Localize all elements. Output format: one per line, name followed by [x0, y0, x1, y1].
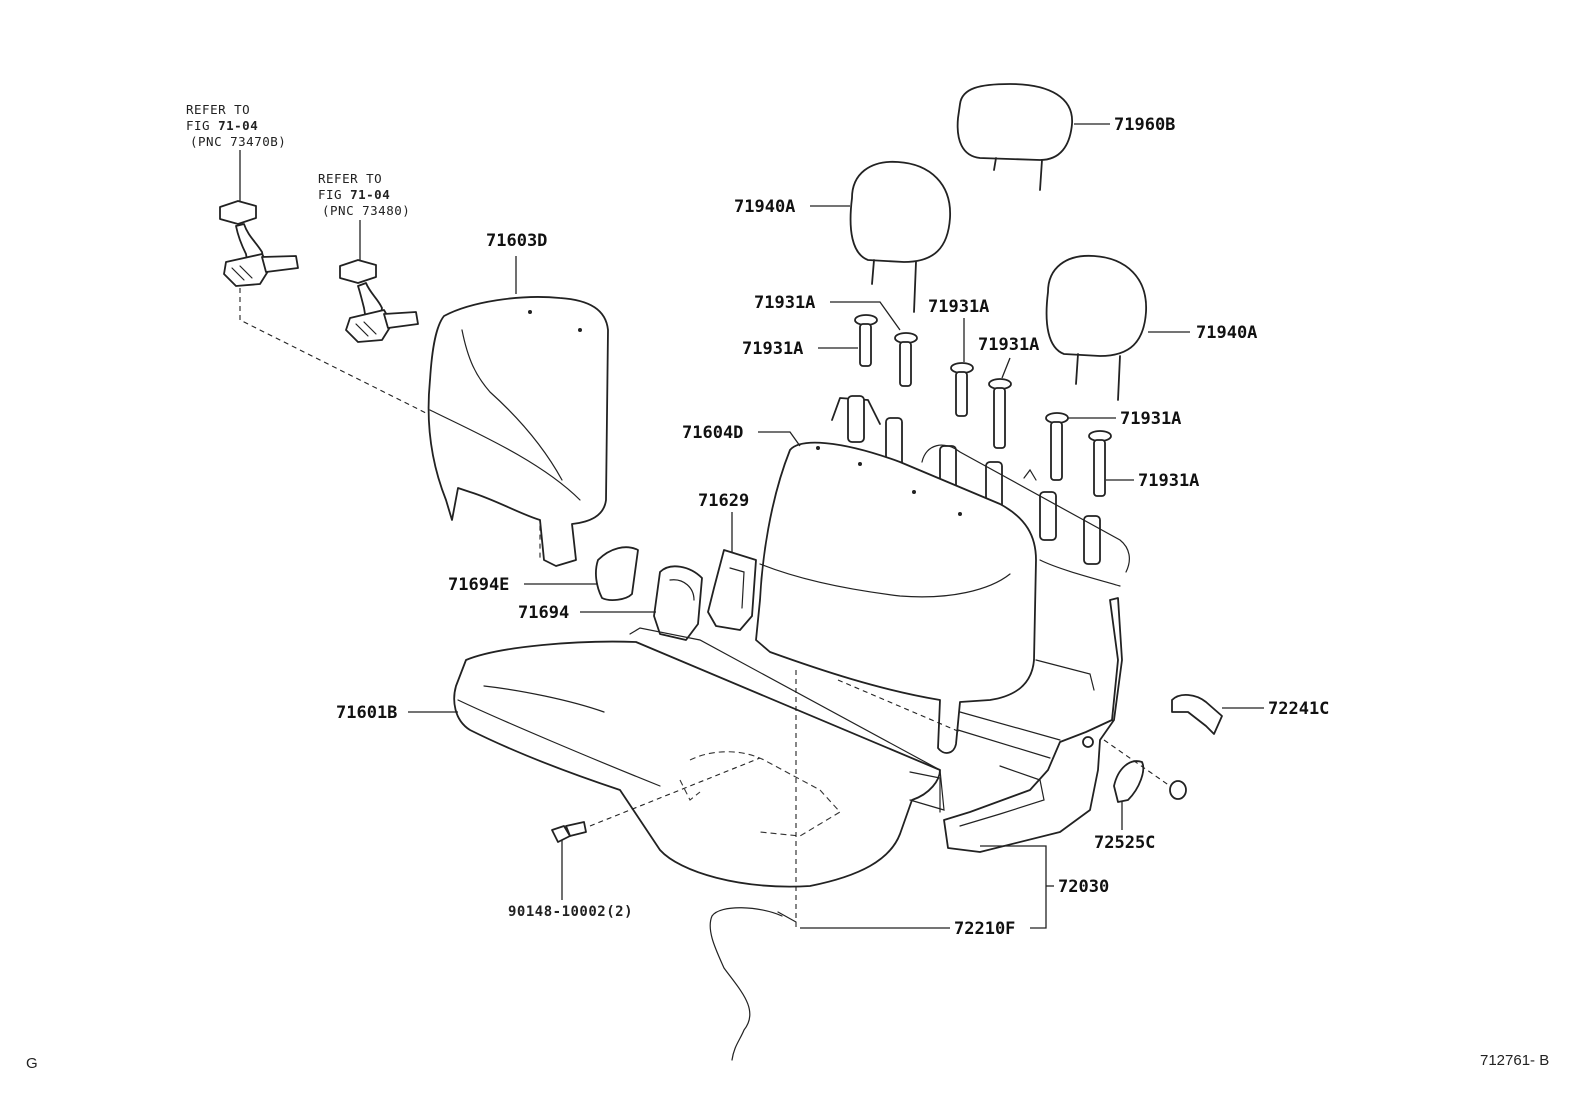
- knob-install-line: [1103, 739, 1171, 787]
- label-72525C[interactable]: 72525C: [1094, 833, 1155, 853]
- label-71940A-left[interactable]: 71940A: [734, 197, 795, 217]
- headrest-right: [1045, 255, 1147, 401]
- label-71694[interactable]: 71694: [518, 603, 569, 623]
- reference-note-seatbelt-2: REFER TO FIG 71-04 (PNC 73480): [318, 171, 410, 218]
- seatbelt-buckle-1: [219, 150, 299, 287]
- cushion-install-line: [837, 679, 961, 733]
- bolt-90148: [551, 821, 587, 843]
- label-71931A-6[interactable]: 71931A: [1138, 471, 1199, 491]
- leader-lines: [408, 123, 1264, 929]
- label-71931A-2[interactable]: 71931A: [928, 297, 989, 317]
- bolt-install-line: [589, 757, 761, 827]
- release-cable-72210F: [709, 907, 797, 1061]
- label-90148-10002[interactable]: 90148-10002(2): [508, 904, 633, 920]
- reference-note-seatbelt-1: REFER TO FIG 71-04 (PNC 73470B): [186, 102, 286, 149]
- part-labels: 71960B 71940A 71940A 71603D 71931A 71931…: [336, 115, 1329, 939]
- hinge-cover-71694E: [595, 546, 639, 601]
- ref-line-2-prefix: FIG: [186, 118, 218, 133]
- headrest-guides: [854, 314, 1112, 497]
- hinge-cover-71694: [653, 565, 703, 641]
- label-71940A-right[interactable]: 71940A: [1196, 323, 1257, 343]
- corner-code-left: G: [26, 1055, 38, 1072]
- bracket-71629: [707, 549, 757, 631]
- label-71931A-5[interactable]: 71931A: [1120, 409, 1181, 429]
- headrest-guide: [950, 362, 974, 417]
- knob-72525C: [1113, 760, 1187, 803]
- ref-line-2-prefix: FIG: [318, 187, 350, 202]
- ref-line-1: REFER TO: [318, 171, 382, 186]
- headrest-guide: [1045, 412, 1069, 481]
- label-72210F[interactable]: 72210F: [954, 919, 1015, 939]
- label-72241C[interactable]: 72241C: [1268, 699, 1329, 719]
- label-71629[interactable]: 71629: [698, 491, 749, 511]
- label-71931A-1[interactable]: 71931A: [754, 293, 815, 313]
- label-71601B[interactable]: 71601B: [336, 703, 397, 723]
- headrest-guide: [854, 314, 878, 367]
- svg-text:FIG 71-04: FIG 71-04: [186, 118, 258, 133]
- ref-line-1: REFER TO: [186, 102, 250, 117]
- label-71960B[interactable]: 71960B: [1114, 115, 1175, 135]
- seatback-main-cover: [755, 441, 1037, 754]
- headrest-guide: [1088, 430, 1112, 497]
- ref-fig-number: 71-04: [218, 118, 258, 133]
- headrest-guide: [988, 378, 1012, 449]
- lever-72241C: [1171, 694, 1223, 735]
- svg-text:FIG 71-04: FIG 71-04: [318, 187, 390, 202]
- seatbelt-install-line: [239, 288, 541, 560]
- ref-pnc: (PNC 73480): [322, 203, 410, 218]
- seat-cushion: [453, 627, 945, 888]
- label-71931A-3[interactable]: 71931A: [742, 339, 803, 359]
- headrest-center: [956, 83, 1073, 191]
- diagram-id: 712761- B: [1480, 1052, 1549, 1069]
- ref-pnc: (PNC 73470B): [190, 134, 286, 149]
- seatback-side-cover: [427, 296, 609, 567]
- label-71931A-4[interactable]: 71931A: [978, 335, 1039, 355]
- headrest-guide: [894, 332, 918, 387]
- headrest-left: [849, 161, 951, 313]
- label-71603D[interactable]: 71603D: [486, 231, 547, 251]
- ref-fig-number: 71-04: [350, 187, 390, 202]
- label-71604D[interactable]: 71604D: [682, 423, 743, 443]
- seatbelt-buckle-2: [339, 220, 419, 343]
- label-71694E[interactable]: 71694E: [448, 575, 509, 595]
- label-72030[interactable]: 72030: [1058, 877, 1109, 897]
